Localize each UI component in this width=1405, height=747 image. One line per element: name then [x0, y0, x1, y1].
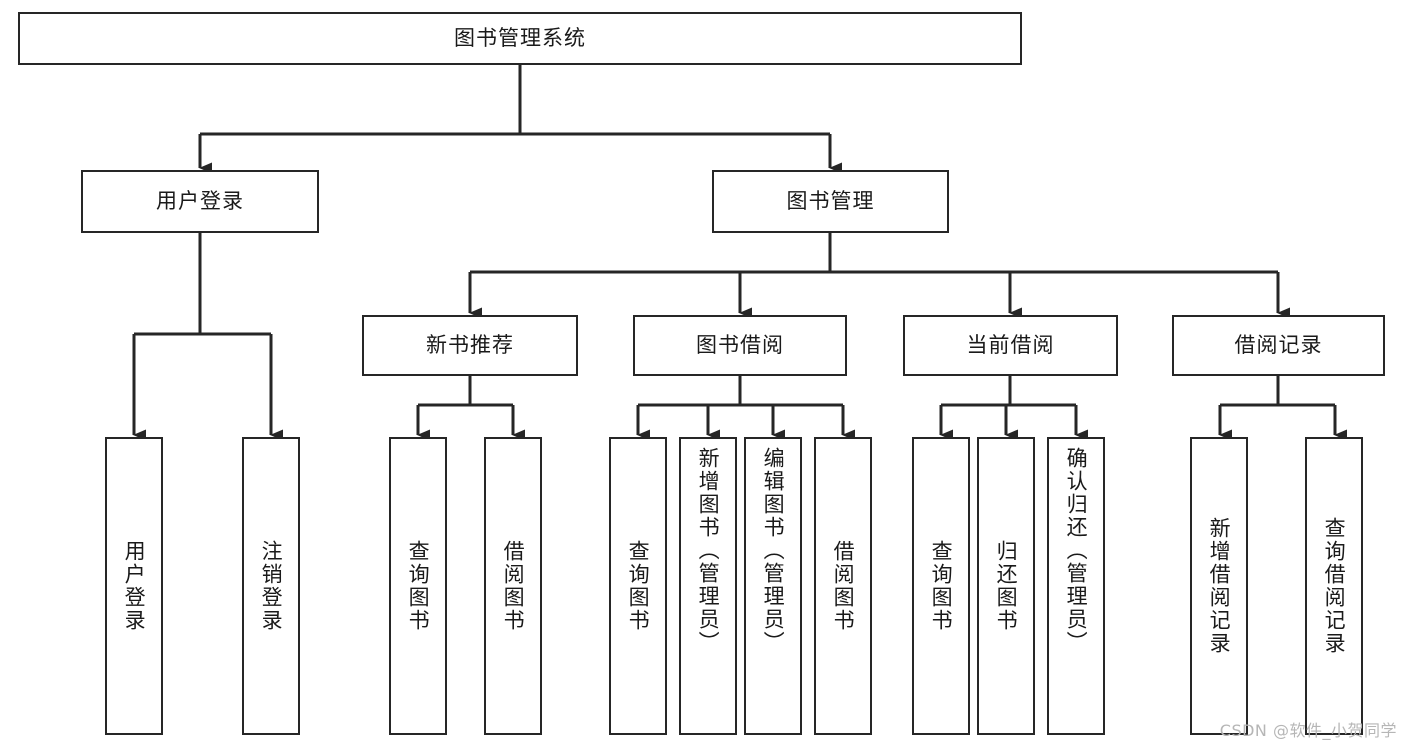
leaf-edit-book-admin[interactable]: 编辑图书（管理员）	[744, 437, 802, 735]
leaf-query-book-borrow[interactable]: 查询图书	[609, 437, 667, 735]
node-book-borrow[interactable]: 图书借阅	[633, 315, 847, 376]
node-label: 新增图书（管理员）	[696, 447, 721, 654]
leaf-query-book-current[interactable]: 查询图书	[912, 437, 970, 735]
leaf-logout-login[interactable]: 注销登录	[242, 437, 300, 735]
leaf-confirm-return-admin[interactable]: 确认归还（管理员）	[1047, 437, 1105, 735]
node-book-manage[interactable]: 图书管理	[712, 170, 949, 233]
node-label: 用户登录	[156, 188, 244, 213]
node-label: 图书管理	[786, 188, 875, 213]
leaf-return-book[interactable]: 归还图书	[977, 437, 1035, 735]
node-label: 借阅图书	[501, 540, 526, 632]
node-label: 归还图书	[994, 540, 1019, 632]
node-user-login[interactable]: 用户登录	[81, 170, 319, 233]
node-label: 查询图书	[929, 540, 954, 632]
node-label: 查询图书	[626, 540, 651, 632]
node-label: 查询借阅记录	[1322, 517, 1347, 655]
leaf-add-book-admin[interactable]: 新增图书（管理员）	[679, 437, 737, 735]
node-label: 用户登录	[122, 540, 147, 632]
node-label: 查询图书	[406, 540, 431, 632]
node-label: 借阅记录	[1234, 332, 1323, 357]
node-label: 编辑图书（管理员）	[761, 447, 786, 654]
node-label: 当前借阅	[966, 332, 1055, 357]
leaf-user-login[interactable]: 用户登录	[105, 437, 163, 735]
node-label: 确认归还（管理员）	[1064, 447, 1089, 654]
leaf-add-borrow-record[interactable]: 新增借阅记录	[1190, 437, 1248, 735]
node-label: 图书借阅	[696, 332, 784, 357]
node-current-borrow[interactable]: 当前借阅	[903, 315, 1118, 376]
node-label: 图书管理系统	[454, 25, 586, 50]
leaf-query-book-recommend[interactable]: 查询图书	[389, 437, 447, 735]
node-label: 注销登录	[259, 540, 284, 632]
leaf-borrow-book-recommend[interactable]: 借阅图书	[484, 437, 542, 735]
node-label: 新增借阅记录	[1207, 517, 1232, 655]
node-root-system[interactable]: 图书管理系统	[18, 12, 1022, 65]
leaf-query-borrow-record[interactable]: 查询借阅记录	[1305, 437, 1363, 735]
leaf-borrow-book-borrow[interactable]: 借阅图书	[814, 437, 872, 735]
node-label: 借阅图书	[831, 540, 856, 632]
node-label: 新书推荐	[426, 332, 514, 357]
node-new-book-recommend[interactable]: 新书推荐	[362, 315, 578, 376]
node-borrow-record[interactable]: 借阅记录	[1172, 315, 1385, 376]
